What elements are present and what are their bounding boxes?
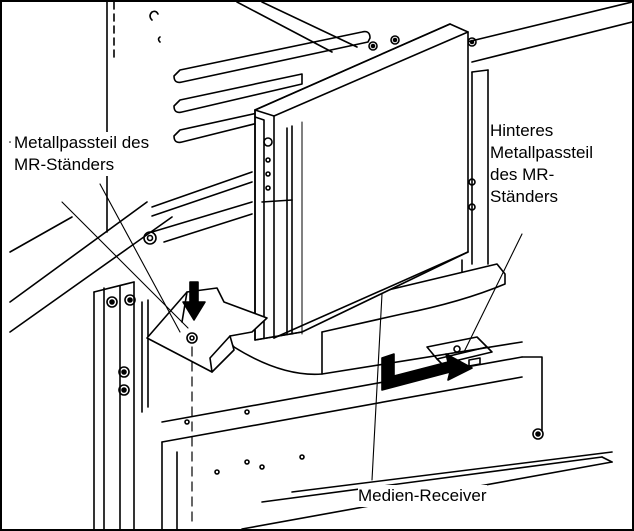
leader-lines: [61, 183, 523, 481]
rear-bracket-label-line4: Ständers: [490, 186, 593, 208]
clip-details: [149, 10, 161, 43]
rear-bracket-label: Hinteres Metallpassteil des MR- Ständers: [490, 120, 593, 208]
receiver-label: Medien-Receiver: [358, 485, 487, 507]
rear-bracket-label-line3: des MR-: [490, 164, 593, 186]
background-structure: [9, 2, 632, 333]
rear-bracket-label-line2: Metallpassteil: [490, 142, 593, 164]
medien-receiver-box: [254, 23, 469, 341]
front-bracket-label-line2: MR-Ständers: [14, 155, 115, 174]
front-bracket: [146, 287, 268, 528]
front-bracket-label: Metallpassteil des MR-Ständers: [14, 132, 150, 176]
push-down-arrow-icon: [182, 281, 206, 321]
right-post: [468, 69, 489, 265]
insert-direction-arrow-icon: [381, 353, 473, 391]
front-bracket-label-line1: Metallpassteil des: [14, 133, 150, 152]
left-posts: [93, 231, 157, 529]
upper-rails: [173, 30, 477, 144]
rear-bracket-label-line1: Hinteres: [490, 120, 593, 142]
